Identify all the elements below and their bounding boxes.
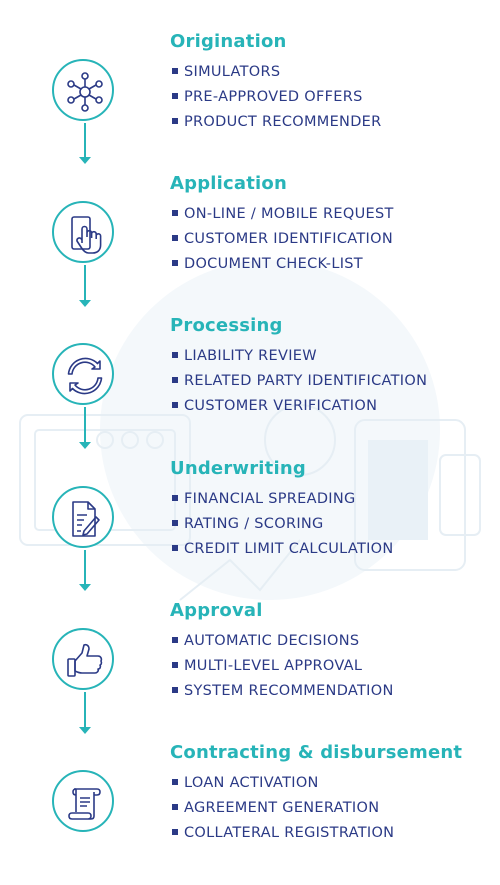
bullet [172,210,178,216]
list-item: SYSTEM RECOMMENDATION [172,679,394,704]
connector-arrow [79,727,91,734]
bullet [172,829,178,835]
list-item: CUSTOMER VERIFICATION [172,394,427,419]
document-pen-icon [52,486,114,548]
connector-line [84,692,86,729]
step-item-list: LIABILITY REVIEW RELATED PARTY IDENTIFIC… [172,344,427,419]
connector-line [84,265,86,302]
step-approval: Approval AUTOMATIC DECISIONS MULTI-LEVEL… [0,600,500,743]
step-title: Underwriting [170,458,306,479]
network-nodes-icon [52,59,114,121]
list-item: DOCUMENT CHECK-LIST [172,252,394,277]
connector-line [84,407,86,444]
step-item-list: SIMULATORS PRE-APPROVED OFFERS PRODUCT R… [172,60,382,135]
list-item: RATING / SCORING [172,512,394,537]
bullet [172,495,178,501]
bullet [172,118,178,124]
step-item-list: AUTOMATIC DECISIONS MULTI-LEVEL APPROVAL… [172,629,394,704]
bullet [172,779,178,785]
bullet [172,68,178,74]
scroll-contract-icon [52,770,114,832]
step-item-list: FINANCIAL SPREADING RATING / SCORING CRE… [172,487,394,562]
bullet [172,260,178,266]
list-item: CUSTOMER IDENTIFICATION [172,227,394,252]
step-application: Application ON-LINE / MOBILE REQUEST CUS… [0,173,500,316]
connector-arrow [79,584,91,591]
list-item: SIMULATORS [172,60,382,85]
list-item: RELATED PARTY IDENTIFICATION [172,369,427,394]
mobile-tap-icon [52,201,114,263]
connector-line [84,123,86,159]
bullet [172,804,178,810]
bullet [172,662,178,668]
list-item: ON-LINE / MOBILE REQUEST [172,202,394,227]
step-title: Application [170,173,288,194]
list-item: MULTI-LEVEL APPROVAL [172,654,394,679]
step-item-list: LOAN ACTIVATION AGREEMENT GENERATION COL… [172,771,394,846]
step-title: Processing [170,315,283,336]
bullet [172,377,178,383]
step-title: Approval [170,600,263,621]
list-item: CREDIT LIMIT CALCULATION [172,537,394,562]
bullet [172,637,178,643]
list-item: AUTOMATIC DECISIONS [172,629,394,654]
step-origination: Origination SIMULATORS PRE-APPROVED OFFE… [0,31,500,174]
connector-arrow [79,442,91,449]
list-item: AGREEMENT GENERATION [172,796,394,821]
step-title: Contracting & disbursement [170,742,463,763]
list-item: LOAN ACTIVATION [172,771,394,796]
refresh-cycle-icon [52,343,114,405]
list-item: PRODUCT RECOMMENDER [172,110,382,135]
thumbs-up-icon [52,628,114,690]
list-item: LIABILITY REVIEW [172,344,427,369]
step-item-list: ON-LINE / MOBILE REQUEST CUSTOMER IDENTI… [172,202,394,277]
step-title: Origination [170,31,287,52]
step-contracting-disbursement: Contracting & disbursement LOAN ACTIVATI… [0,742,500,885]
connector-arrow [79,300,91,307]
step-underwriting: Underwriting FINANCIAL SPREADING RATING … [0,458,500,601]
connector-arrow [79,157,91,164]
bullet [172,687,178,693]
bullet [172,352,178,358]
list-item: PRE-APPROVED OFFERS [172,85,382,110]
bullet [172,93,178,99]
bullet [172,520,178,526]
list-item: COLLATERAL REGISTRATION [172,821,394,846]
bullet [172,545,178,551]
connector-line [84,550,86,586]
step-processing: Processing LIABILITY REVIEW RELATED PART… [0,315,500,458]
list-item: FINANCIAL SPREADING [172,487,394,512]
bullet [172,235,178,241]
bullet [172,402,178,408]
